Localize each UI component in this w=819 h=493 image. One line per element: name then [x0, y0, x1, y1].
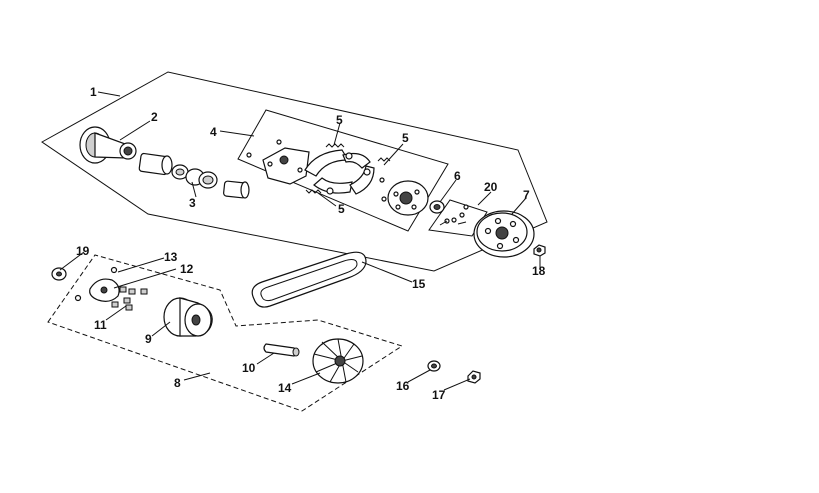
part-19-washer — [51, 267, 67, 281]
callout-14: 14 — [278, 381, 292, 395]
part-5-clutch-shoes — [304, 143, 391, 202]
assembly-4-outline — [237, 109, 449, 232]
part-4-hub — [387, 180, 429, 216]
callout-4: 4 — [210, 125, 217, 139]
callout-12: 12 — [180, 262, 194, 276]
assembly-8-outline — [47, 254, 404, 412]
part-3-seals — [138, 152, 250, 199]
part-18-nut — [533, 244, 546, 257]
callout-6: 6 — [454, 169, 461, 183]
part-9-movable-drive-face — [163, 297, 213, 337]
part-7-clutch-bell — [473, 210, 535, 258]
callout-2: 2 — [151, 110, 158, 124]
callout-1: 1 — [90, 85, 97, 99]
leader-lines — [59, 91, 541, 391]
callout-3: 3 — [189, 196, 196, 210]
callout-7: 7 — [523, 188, 530, 202]
part-14-fan-drive-face — [312, 338, 364, 384]
part-15-drive-belt — [251, 251, 367, 308]
part-12-ramp-plate — [74, 266, 120, 302]
part-4-clutch-plate — [246, 139, 310, 185]
part-11-rollers — [111, 286, 148, 311]
callout-16: 16 — [396, 379, 410, 393]
part-10-collar — [263, 343, 300, 357]
part-2-driven-pulley — [79, 126, 137, 164]
callout-17: 17 — [432, 388, 446, 402]
callout-8: 8 — [174, 376, 181, 390]
callout-19: 19 — [76, 244, 90, 258]
callout-9: 9 — [145, 332, 152, 346]
part-16-washer — [427, 360, 441, 372]
callout-11: 11 — [94, 318, 107, 332]
callout-20: 20 — [484, 180, 498, 194]
part-6-washer — [429, 200, 445, 214]
callout-labels: 1 2 3 4 5 5 5 6 7 8 9 10 11 12 13 14 15 … — [76, 85, 546, 402]
callout-15: 15 — [412, 277, 426, 291]
callout-5-bottom: 5 — [338, 202, 345, 216]
callout-5-right: 5 — [402, 131, 409, 145]
callout-10: 10 — [242, 361, 256, 375]
callout-18: 18 — [532, 264, 546, 278]
part-17-nut — [467, 370, 481, 384]
callout-13: 13 — [164, 250, 178, 264]
assembly-1-outline — [41, 71, 548, 272]
part-20-hardware — [439, 204, 469, 226]
callout-5-top: 5 — [336, 113, 343, 127]
